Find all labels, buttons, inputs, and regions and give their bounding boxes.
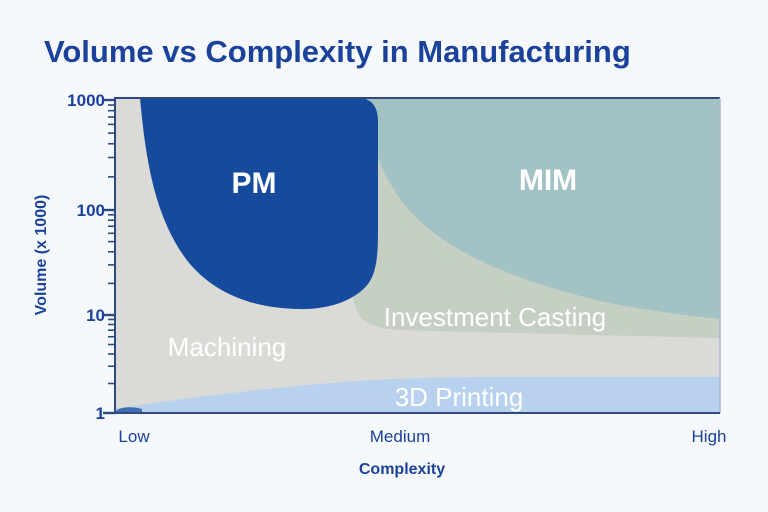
chart-title: Volume vs Complexity in Manufacturing [44, 34, 631, 69]
y-tick-1000: 1000 [67, 91, 105, 110]
y-tick-10: 10 [86, 306, 105, 325]
region-3d-printing-edge-accent [116, 407, 142, 412]
x-tick-low: Low [118, 427, 150, 446]
x-tick-high: High [692, 427, 727, 446]
label-machining: Machining [168, 332, 287, 362]
y-tick-100: 100 [77, 201, 105, 220]
y-axis-title: Volume (x 1000) [33, 195, 50, 316]
region-mim [366, 98, 720, 319]
label-3d-printing: 3D Printing [395, 382, 524, 412]
label-mim: MIM [519, 164, 577, 197]
y-axis-major-ticks [103, 98, 115, 415]
label-pm: PM [232, 167, 277, 200]
x-tick-medium: Medium [370, 427, 430, 446]
x-axis-title: Complexity [359, 461, 445, 478]
y-tick-1: 1 [96, 404, 105, 423]
y-axis-minor-ticks [108, 104, 115, 385]
region-3d-printing [115, 377, 720, 413]
plot-borders [112, 97, 721, 414]
label-investment-casting: Investment Casting [384, 302, 607, 332]
region-pm [140, 98, 378, 310]
plot-area [115, 98, 720, 413]
